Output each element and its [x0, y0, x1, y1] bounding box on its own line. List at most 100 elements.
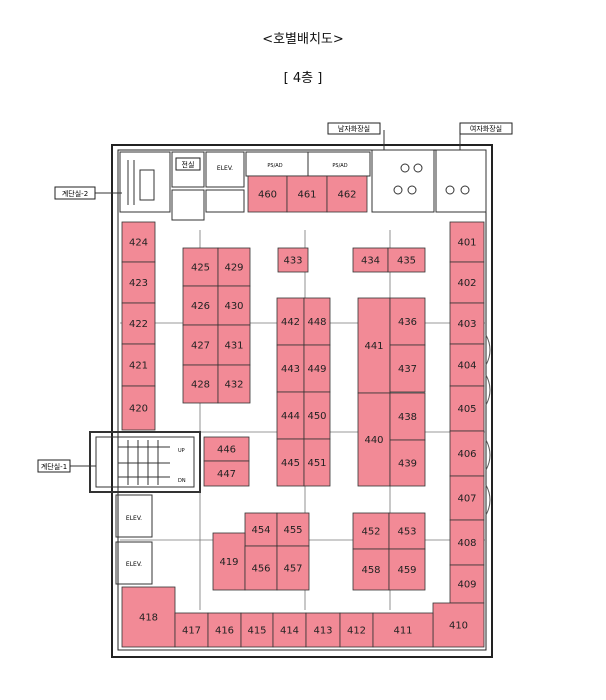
room-box[interactable]: [449, 261, 485, 304]
room-box[interactable]: [449, 343, 485, 387]
room-box[interactable]: [303, 391, 331, 440]
room-box[interactable]: [212, 532, 246, 591]
room-box[interactable]: [272, 612, 307, 648]
room-box[interactable]: [121, 385, 156, 431]
room-box[interactable]: [339, 612, 374, 648]
room-box[interactable]: [389, 344, 426, 393]
room-423[interactable]: 423: [121, 261, 156, 304]
room-box[interactable]: [449, 430, 485, 477]
room-box[interactable]: [326, 175, 368, 213]
room-box[interactable]: [357, 392, 391, 487]
room-box[interactable]: [217, 364, 251, 404]
room-box[interactable]: [449, 564, 485, 604]
room-422[interactable]: 422: [121, 302, 156, 345]
room-410[interactable]: 410: [432, 602, 485, 648]
room-452[interactable]: 452: [352, 512, 390, 550]
room-box[interactable]: [247, 175, 288, 213]
room-427[interactable]: 427: [182, 324, 219, 366]
room-box[interactable]: [449, 519, 485, 566]
room-box[interactable]: [449, 385, 485, 432]
room-box[interactable]: [121, 302, 156, 345]
room-451[interactable]: 451: [303, 438, 331, 487]
room-442[interactable]: 442: [276, 297, 305, 346]
room-box[interactable]: [244, 545, 278, 591]
room-409[interactable]: 409: [449, 564, 485, 604]
room-box[interactable]: [352, 548, 390, 591]
room-box[interactable]: [449, 221, 485, 263]
room-box[interactable]: [121, 221, 156, 263]
room-box[interactable]: [121, 261, 156, 304]
room-box[interactable]: [276, 512, 310, 547]
room-430[interactable]: 430: [217, 285, 251, 326]
room-box[interactable]: [303, 297, 331, 346]
room-412[interactable]: 412: [339, 612, 374, 648]
room-408[interactable]: 408: [449, 519, 485, 566]
room-456[interactable]: 456: [244, 545, 278, 591]
room-box[interactable]: [432, 602, 485, 648]
room-407[interactable]: 407: [449, 475, 485, 521]
room-448[interactable]: 448: [303, 297, 331, 346]
room-box[interactable]: [277, 247, 309, 273]
room-box[interactable]: [389, 439, 426, 487]
room-447[interactable]: 447: [203, 460, 250, 487]
room-box[interactable]: [388, 512, 426, 550]
room-421[interactable]: 421: [121, 343, 156, 387]
room-box[interactable]: [389, 297, 426, 346]
room-459[interactable]: 459: [388, 548, 426, 591]
room-433[interactable]: 433: [277, 247, 309, 273]
room-453[interactable]: 453: [388, 512, 426, 550]
room-436[interactable]: 436: [389, 297, 426, 346]
room-446[interactable]: 446: [203, 436, 250, 462]
room-457[interactable]: 457: [276, 545, 310, 591]
room-437[interactable]: 437: [389, 344, 426, 393]
room-box[interactable]: [182, 247, 219, 287]
room-405[interactable]: 405: [449, 385, 485, 432]
room-417[interactable]: 417: [174, 612, 209, 648]
room-box[interactable]: [449, 302, 485, 345]
room-431[interactable]: 431: [217, 324, 251, 366]
room-406[interactable]: 406: [449, 430, 485, 477]
room-458[interactable]: 458: [352, 548, 390, 591]
room-box[interactable]: [217, 247, 251, 287]
room-413[interactable]: 413: [305, 612, 341, 648]
room-432[interactable]: 432: [217, 364, 251, 404]
room-454[interactable]: 454: [244, 512, 278, 547]
room-428[interactable]: 428: [182, 364, 219, 404]
room-box[interactable]: [203, 436, 250, 462]
room-462[interactable]: 462: [326, 175, 368, 213]
room-box[interactable]: [372, 612, 434, 648]
room-box[interactable]: [121, 343, 156, 387]
room-443[interactable]: 443: [276, 344, 305, 393]
room-411[interactable]: 411: [372, 612, 434, 648]
room-box[interactable]: [174, 612, 209, 648]
room-426[interactable]: 426: [182, 285, 219, 326]
room-425[interactable]: 425: [182, 247, 219, 287]
room-414[interactable]: 414: [272, 612, 307, 648]
room-419[interactable]: 419: [212, 532, 246, 591]
room-box[interactable]: [276, 391, 305, 440]
room-445[interactable]: 445: [276, 438, 305, 487]
room-460[interactable]: 460: [247, 175, 288, 213]
room-416[interactable]: 416: [207, 612, 242, 648]
room-418[interactable]: 418: [121, 586, 176, 648]
room-402[interactable]: 402: [449, 261, 485, 304]
room-box[interactable]: [286, 175, 328, 213]
room-455[interactable]: 455: [276, 512, 310, 547]
room-435[interactable]: 435: [387, 247, 426, 273]
room-444[interactable]: 444: [276, 391, 305, 440]
room-415[interactable]: 415: [240, 612, 274, 648]
room-420[interactable]: 420: [121, 385, 156, 431]
room-461[interactable]: 461: [286, 175, 328, 213]
room-434[interactable]: 434: [352, 247, 389, 273]
room-429[interactable]: 429: [217, 247, 251, 287]
room-424[interactable]: 424: [121, 221, 156, 263]
room-449[interactable]: 449: [303, 344, 331, 393]
room-441[interactable]: 441: [357, 297, 391, 394]
room-438[interactable]: 438: [389, 392, 426, 441]
room-450[interactable]: 450: [303, 391, 331, 440]
room-box[interactable]: [182, 324, 219, 366]
room-box[interactable]: [388, 548, 426, 591]
room-403[interactable]: 403: [449, 302, 485, 345]
room-box[interactable]: [203, 460, 250, 487]
room-440[interactable]: 440: [357, 392, 391, 487]
